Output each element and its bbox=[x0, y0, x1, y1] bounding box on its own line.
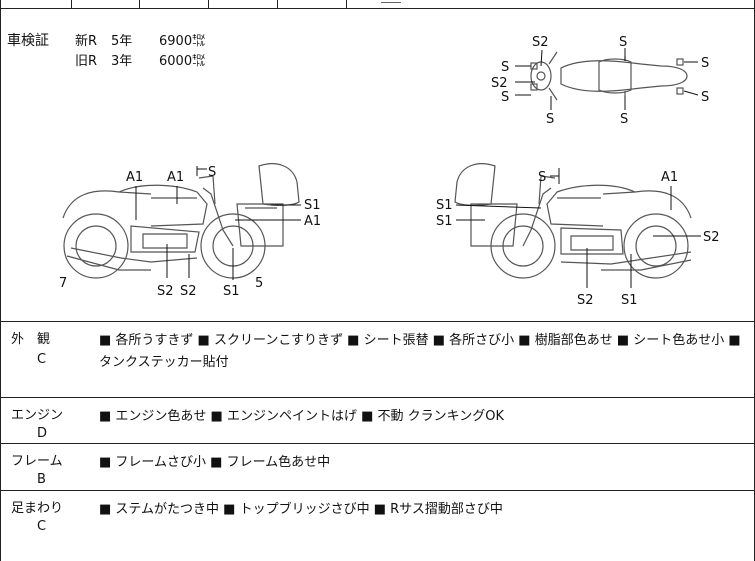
mark-top-s: S bbox=[619, 35, 627, 50]
section-label: エンジン bbox=[11, 408, 64, 423]
mark-left-a1-fork: A1 bbox=[304, 214, 321, 229]
condition-sections: 外 観 C ■ 各所うすきず ■ スクリーンこすりきず ■ シート張替 ■ 各所… bbox=[1, 322, 754, 558]
mark-left-s2-exhaust: S2 bbox=[180, 284, 197, 299]
inspection-old-years: 3年 bbox=[111, 54, 133, 69]
mark-top-s-left-2: S bbox=[501, 90, 509, 105]
mark-left-5: 5 bbox=[255, 276, 263, 291]
damage-diagram-panel: 車検証 新R 5年 6900㌖ 旧R 3年 6000㌖ bbox=[1, 8, 754, 322]
mark-left-a1-tank: A1 bbox=[167, 170, 184, 185]
section-notes: ■ フレームさび小 ■ フレーム色あせ中 bbox=[99, 455, 331, 470]
section-label: フレーム bbox=[11, 454, 63, 469]
mark-right-s1-exhaust: S1 bbox=[621, 293, 638, 308]
mark-right-s2-engine: S2 bbox=[577, 293, 594, 308]
section-grade: D bbox=[37, 426, 48, 441]
section-notes: ■ 各所うすきず ■ スクリーンこすりきず ■ シート張替 ■ 各所さび小 ■ … bbox=[99, 333, 741, 370]
mark-top-s-right-1: S bbox=[701, 56, 709, 71]
section-grade: C bbox=[37, 352, 47, 367]
table-header-strip bbox=[1, 0, 754, 9]
inspection-new-km: 6900㌖ bbox=[159, 34, 206, 49]
inspection-title: 車検証 bbox=[7, 33, 49, 49]
section-grade: C bbox=[37, 519, 47, 534]
mark-right-s2-wheel: S2 bbox=[703, 230, 720, 245]
mark-right-s-mirror: S bbox=[538, 170, 546, 185]
section-notes: ■ エンジン色あせ ■ エンジンペイントはげ ■ 不動 クランキングOK bbox=[99, 409, 505, 424]
section-label: 足まわり bbox=[11, 501, 64, 516]
right-side-leaders bbox=[455, 168, 701, 288]
section-grade: B bbox=[37, 472, 46, 487]
mark-top-s2-left: S2 bbox=[491, 76, 508, 91]
right-side-motorcycle bbox=[454, 163, 692, 279]
mark-right-s1-cowl-2: S1 bbox=[436, 214, 453, 229]
column-divider bbox=[346, 0, 347, 8]
section-engine: エンジン D ■ エンジン色あせ ■ エンジンペイントはげ ■ 不動 クランキン… bbox=[1, 398, 754, 444]
inspection-old-label: 旧R bbox=[75, 54, 98, 69]
mark-left-s-mirror: S bbox=[208, 165, 216, 180]
truncated-text-fragment bbox=[381, 0, 401, 3]
mark-top-s-left-1: S bbox=[501, 60, 509, 75]
right-side-marks: S A1 S1 S1 S2 S2 S1 bbox=[436, 170, 720, 308]
left-side-leaders bbox=[135, 166, 301, 280]
inspection-old-km: 6000㌖ bbox=[159, 54, 206, 69]
mark-top-s-right-2: S bbox=[701, 90, 709, 105]
mark-top-s2: S2 bbox=[532, 35, 549, 50]
top-view-motorcycle bbox=[530, 51, 688, 101]
inspection-new-label: 新R bbox=[75, 34, 98, 49]
mark-left-s1-wheel: S1 bbox=[223, 284, 240, 299]
mark-left-a1-rear: A1 bbox=[126, 170, 143, 185]
column-divider bbox=[71, 0, 72, 8]
mark-top-s-bottom-2: S bbox=[620, 112, 628, 127]
section-suspension: 足まわり C ■ ステムがたつき中 ■ トップブリッジさび中 ■ Rサス摺動部さ… bbox=[1, 491, 754, 558]
inspection-new-years: 5年 bbox=[111, 34, 133, 49]
left-side-marks: A1 A1 S S1 A1 S2 S2 S1 7 5 bbox=[59, 165, 321, 299]
column-divider bbox=[277, 0, 278, 8]
mark-right-s1-cowl-1: S1 bbox=[436, 198, 453, 213]
column-divider bbox=[208, 0, 209, 8]
column-divider bbox=[139, 0, 140, 8]
motorcycle-diagrams: S2 S S S2 S S S S S bbox=[59, 35, 720, 308]
mark-left-s2-engine: S2 bbox=[157, 284, 174, 299]
mark-left-s1-cowl: S1 bbox=[304, 198, 321, 213]
mark-left-7: 7 bbox=[59, 276, 67, 291]
top-view-marks: S2 S S S2 S S S S S bbox=[491, 35, 709, 127]
mark-top-s-bottom-1: S bbox=[546, 112, 554, 127]
top-view-leaders bbox=[515, 48, 699, 110]
section-exterior: 外 観 C ■ 各所うすきず ■ スクリーンこすりきず ■ シート張替 ■ 各所… bbox=[1, 322, 754, 398]
mark-right-a1-rear: A1 bbox=[661, 170, 678, 185]
section-frame: フレーム B ■ フレームさび小 ■ フレーム色あせ中 bbox=[1, 444, 754, 491]
section-label: 外 観 bbox=[11, 332, 51, 347]
section-notes: ■ ステムがたつき中 ■ トップブリッジさび中 ■ Rサス摺動部さび中 bbox=[99, 502, 503, 517]
